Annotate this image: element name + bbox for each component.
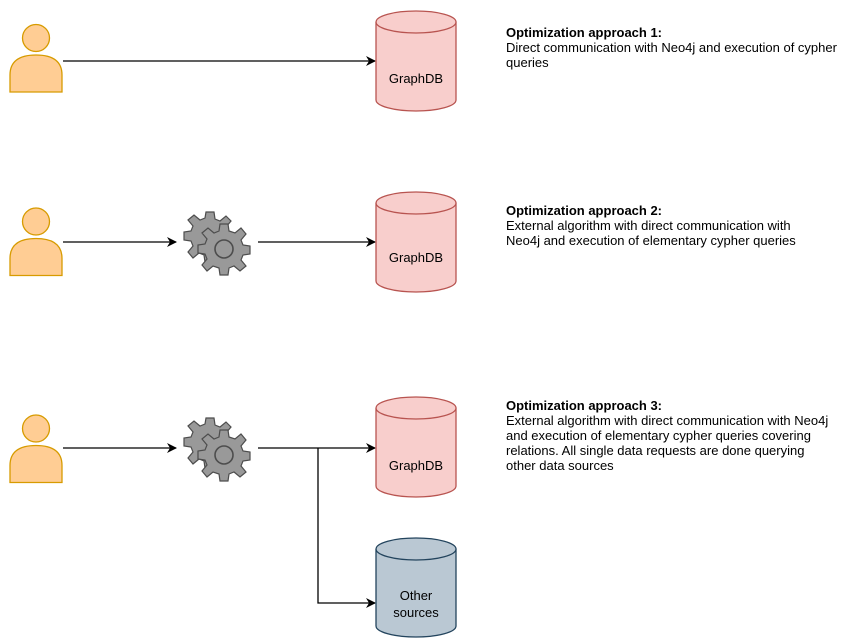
- approach-1-description: Optimization approach 1: Direct communic…: [506, 25, 846, 70]
- gear-icon: [183, 211, 251, 276]
- other-sources-cylinder: Other sources: [375, 537, 457, 638]
- other-sources-label-line2: sources: [393, 605, 439, 620]
- approach-2-text: External algorithm with direct communica…: [506, 218, 796, 248]
- graphdb-label-2: GraphDB: [389, 250, 443, 265]
- approach-3-title: Optimization approach 3:: [506, 398, 663, 413]
- user-icon: [9, 207, 63, 277]
- approach-2-title: Optimization approach 2:: [506, 203, 663, 218]
- approach-3-description: Optimization approach 3: External algori…: [506, 398, 841, 473]
- graphdb-label-3: GraphDB: [389, 458, 443, 473]
- approach-1-text: Direct communication with Neo4j and exec…: [506, 40, 837, 70]
- graphdb-cylinder-2: GraphDB: [375, 191, 457, 293]
- graphdb-label-1: GraphDB: [389, 71, 443, 86]
- user-icon: [9, 414, 63, 484]
- user-icon: [9, 23, 63, 93]
- arrow-algorithm-to-other-sources: [317, 448, 376, 608]
- gear-icon: [183, 417, 251, 482]
- graphdb-cylinder-3: GraphDB: [375, 396, 457, 498]
- graphdb-cylinder-1: GraphDB: [375, 10, 457, 112]
- approach-2-description: Optimization approach 2: External algori…: [506, 203, 826, 248]
- approach-3-text: External algorithm with direct communica…: [506, 413, 829, 473]
- approach-1-title: Optimization approach 1:: [506, 25, 663, 40]
- other-sources-label-line1: Other: [400, 588, 433, 603]
